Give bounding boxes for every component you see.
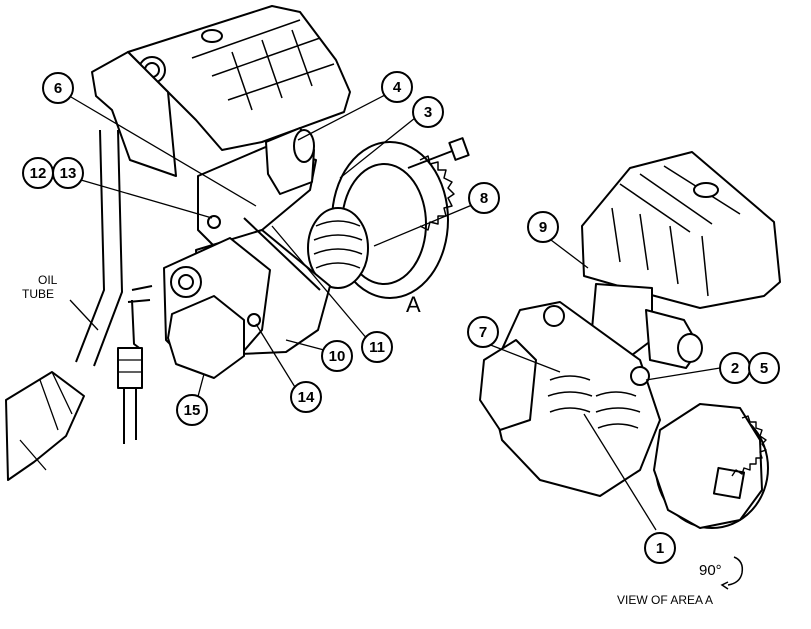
callout-3: 3 [412,96,444,128]
bolt [407,147,461,169]
spring-coils [313,220,363,269]
leader-lines-left [69,94,473,405]
front-port-inner [178,274,194,290]
elbow-fitting [5,371,85,481]
rotation-angle: 90° [699,562,722,579]
view-springs [547,375,641,429]
top-cover [127,5,351,151]
callout-5: 5 [748,352,780,384]
tube-nut [117,347,143,389]
side-bracket [91,51,177,177]
drive-gear-teeth [419,155,455,231]
left-pump-assembly [5,5,470,481]
view-gear-face [653,403,763,529]
callout-13-number: 13 [60,165,77,182]
tube-nut-flats [118,359,142,373]
bolt-head [448,137,470,161]
callout-6-number: 6 [54,80,62,97]
view-left-cover [479,339,537,431]
callout-4: 4 [381,71,413,103]
callout-1: 1 [644,532,676,564]
callout-2: 2 [719,352,751,384]
rotation-arrow-icon [720,556,744,590]
view-cover-cap [693,182,719,198]
callout-15: 15 [176,394,208,426]
view-solenoid-end [677,333,703,363]
callout-10-number: 10 [329,348,346,365]
callout-9: 9 [527,211,559,243]
view-caption: VIEW OF AREA A [617,593,713,607]
cover-cap [201,29,223,43]
cover-ribs [191,19,335,111]
callout-3-number: 3 [424,104,432,121]
view-gear-teeth [731,415,767,477]
callout-5-number: 5 [760,360,768,377]
leader-lines-right [487,239,721,531]
area-a-marker: A [406,292,421,317]
elbow-lines [19,371,73,471]
callout-8: 8 [468,182,500,214]
callouts: 6 4 3 12 13 8 9 7 [22,71,780,564]
callout-6: 6 [42,72,74,104]
callout-9-number: 9 [539,219,547,236]
callout-7-number: 7 [479,324,487,341]
callout-14: 14 [290,381,322,413]
small-fitting [207,215,221,229]
callout-14-number: 14 [298,389,315,406]
callout-15-number: 15 [184,402,201,419]
callout-1-number: 1 [656,540,664,557]
oil-tube-pipe [75,129,123,367]
solenoid-end [293,129,315,163]
view-spring-cap [630,366,650,386]
callout-2-number: 2 [731,360,739,377]
oil-tube-label-line1: OIL [38,273,58,287]
pump-rod [243,217,321,291]
oil-tube-line [123,285,153,444]
callout-12: 12 [22,157,54,189]
callout-10: 10 [321,340,353,372]
callout-8-number: 8 [480,190,488,207]
oil-tube-label-line2: TUBE [22,287,54,301]
callout-4-number: 4 [393,79,402,96]
front-port [170,266,202,298]
callout-13: 13 [52,157,84,189]
right-pump-assembly [479,151,781,529]
view-gear-nut [712,466,746,500]
view-port [543,305,565,327]
callout-12-number: 12 [30,165,47,182]
callout-11-number: 11 [369,339,385,356]
screw [247,313,261,327]
callout-11: 11 [361,331,393,363]
spring-pack [307,207,369,289]
end-cover [167,295,245,379]
callout-7: 7 [467,316,499,348]
